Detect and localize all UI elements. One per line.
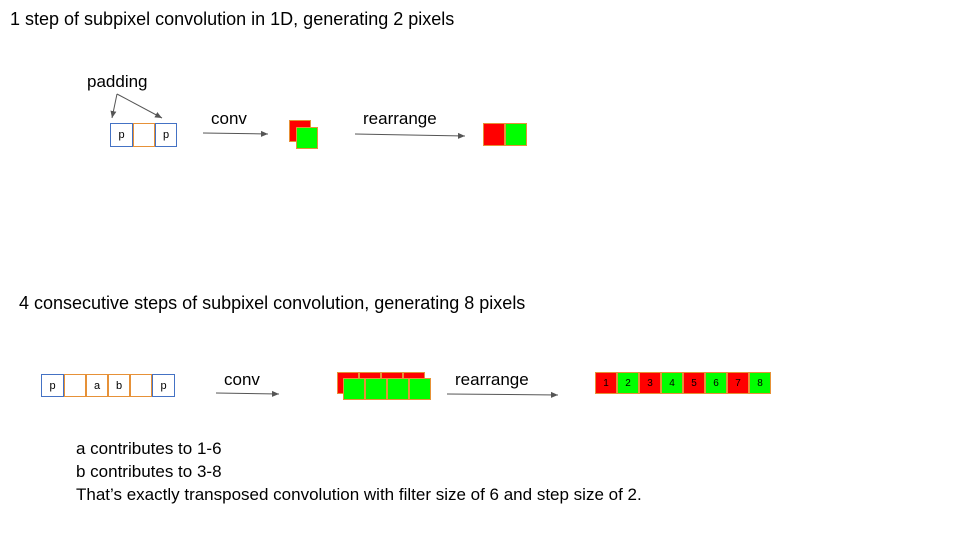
output-pixel-7: 7 xyxy=(727,372,749,394)
top-rearranged-red-pixel xyxy=(483,123,505,146)
output-pixel-1: 1 xyxy=(595,372,617,394)
padding-label: padding xyxy=(87,72,148,91)
padding-arrow-left xyxy=(110,93,118,119)
bottom-input-cell-1 xyxy=(64,374,86,397)
bottom-conv-green-4 xyxy=(409,378,431,400)
bottom-input-cell-padding-right: p xyxy=(152,374,175,397)
note-line-1: a contributes to 1-6 xyxy=(76,439,222,458)
top-input-cell-padding-right: p xyxy=(155,123,177,147)
bottom-conv-green-1 xyxy=(343,378,365,400)
bottom-title: 4 consecutive steps of subpixel convolut… xyxy=(19,293,526,313)
bottom-rearrange-label: rearrange xyxy=(455,370,529,389)
bottom-input-cell-padding-left: p xyxy=(41,374,64,397)
bottom-conv-arrow xyxy=(215,390,280,397)
bottom-input-cell-b: b xyxy=(108,374,130,397)
bottom-input-cell-a: a xyxy=(86,374,108,397)
bottom-rearrange-arrow xyxy=(446,391,559,398)
output-pixel-4: 4 xyxy=(661,372,683,394)
output-pixel-8: 8 xyxy=(749,372,771,394)
bottom-conv-label: conv xyxy=(224,370,260,389)
bottom-conv-green-3 xyxy=(387,378,409,400)
top-input-cell-padding-left: p xyxy=(110,123,133,147)
output-pixel-3: 3 xyxy=(639,372,661,394)
padding-arrow-right xyxy=(116,93,163,119)
bottom-conv-green-2 xyxy=(365,378,387,400)
note-line-3: That’s exactly transposed convolution wi… xyxy=(76,485,642,504)
notes: a contributes to 1-6 b contributes to 3-… xyxy=(76,437,642,506)
top-rearrange-arrow xyxy=(354,132,466,139)
top-conv-green-channel xyxy=(296,127,318,149)
top-conv-arrow xyxy=(202,130,269,137)
note-line-2: b contributes to 3-8 xyxy=(76,462,222,481)
top-rearrange-label: rearrange xyxy=(363,109,437,128)
top-input-cell-center xyxy=(133,123,155,147)
top-conv-label: conv xyxy=(211,109,247,128)
top-title: 1 step of subpixel convolution in 1D, ge… xyxy=(10,9,455,29)
top-rearranged-green-pixel xyxy=(505,123,527,146)
bottom-input-cell-4 xyxy=(130,374,152,397)
output-pixel-2: 2 xyxy=(617,372,639,394)
output-pixel-5: 5 xyxy=(683,372,705,394)
output-pixel-6: 6 xyxy=(705,372,727,394)
